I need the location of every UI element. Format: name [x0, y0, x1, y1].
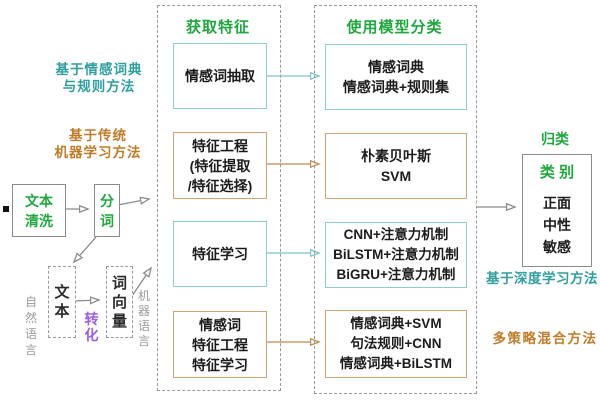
model-box-hybrid: 情感词典+SVM 句法规则+CNN 情感词典+BiLSTM — [325, 310, 467, 378]
category-title: 类 别 — [539, 164, 575, 181]
box-line: 特征学习 — [192, 356, 248, 373]
box-line: 特征学习 — [192, 246, 248, 262]
box-line: 句法规则+CNN — [350, 336, 442, 351]
category-box: 类 别 正面 中性 敏感 — [522, 154, 592, 267]
box-line: BiLSTM+注意力机制 — [333, 247, 459, 262]
box-line: 情感词 — [199, 316, 241, 333]
box-line: CNN+注意力机制 — [343, 227, 449, 242]
box-line: SVM — [380, 168, 412, 184]
segmentation-box: 分词 — [94, 184, 120, 237]
segmentation-label: 分词 — [100, 192, 114, 229]
bullet-icon — [3, 206, 9, 212]
box-line: 情感词抽取 — [185, 68, 255, 84]
feature-box-feature-learning: 特征学习 — [173, 221, 267, 287]
label-line: 基于传统 — [69, 128, 127, 144]
arrow-text-to-wordvec — [73, 300, 99, 301]
label-line: 与规则方法 — [62, 79, 136, 95]
feature-box-hybrid-features: 情感词 特征工程 特征学习 — [173, 311, 267, 378]
natural-language-label: 自然语言 — [24, 295, 37, 357]
category-item-neutral: 中性 — [543, 217, 571, 233]
text-clean-line: 文本 — [25, 192, 53, 209]
classify-label: 归类 — [541, 131, 569, 147]
features-container — [157, 5, 281, 391]
box-line: (特征提取 — [189, 157, 251, 174]
model-box-deep-learning: CNN+注意力机制 BiLSTM+注意力机制 BiGRU+注意力机制 — [325, 222, 467, 288]
feature-box-sentiment-word-extract: 情感词抽取 — [173, 43, 267, 109]
machine-language-label: 机器语言 — [137, 289, 150, 348]
text-clean-line: 清洗 — [25, 212, 53, 229]
text-label: 文本 — [54, 284, 70, 320]
label-dict-rule-method: 基于情感词典 与规则方法 — [46, 62, 152, 96]
label-deep-learning-method: 基于深度学习方法 — [486, 271, 598, 287]
box-line: 情感词典+BiLSTM — [339, 356, 453, 371]
box-line: 朴素贝叶斯 — [361, 148, 431, 164]
box-line: 特征工程 — [192, 336, 248, 353]
box-line: 情感词典 — [368, 59, 424, 75]
models-header: 使用模型分类 — [346, 19, 443, 36]
model-box-bayes-svm: 朴素贝叶斯 SVM — [325, 133, 467, 199]
box-line: 情感词典+SVM — [350, 316, 442, 331]
label-line: 基于情感词典 — [55, 62, 143, 78]
text-box: 文本 — [48, 266, 76, 338]
label-traditional-ml-method: 基于传统 机器学习方法 — [38, 128, 158, 162]
features-header: 获取特征 — [185, 19, 250, 36]
label-line: 机器学习方法 — [54, 145, 142, 161]
label-hybrid-method: 多策略混合方法 — [492, 331, 598, 347]
arrow-segment-to-text — [74, 236, 97, 262]
transform-label: 转化 — [84, 312, 99, 344]
category-item-sensitive: 敏感 — [543, 239, 571, 255]
feature-box-feature-engineering: 特征工程 (特征提取 /特征选择) — [173, 132, 267, 199]
box-line: BiGRU+注意力机制 — [336, 267, 456, 282]
box-line: 情感词典+规则集 — [342, 79, 450, 95]
model-box-dictionary: 情感词典 情感词典+规则集 — [325, 44, 467, 110]
text-clean-box: 文本 清洗 — [12, 184, 66, 237]
arrow-segment-to-features — [117, 199, 149, 206]
category-item-positive: 正面 — [543, 195, 571, 211]
word-vector-label: 词向量 — [111, 274, 127, 330]
models-container — [314, 5, 477, 394]
word-vector-box: 词向量 — [106, 266, 133, 338]
box-line: 特征工程 — [192, 137, 248, 154]
box-line: /特征选择) — [187, 177, 253, 194]
